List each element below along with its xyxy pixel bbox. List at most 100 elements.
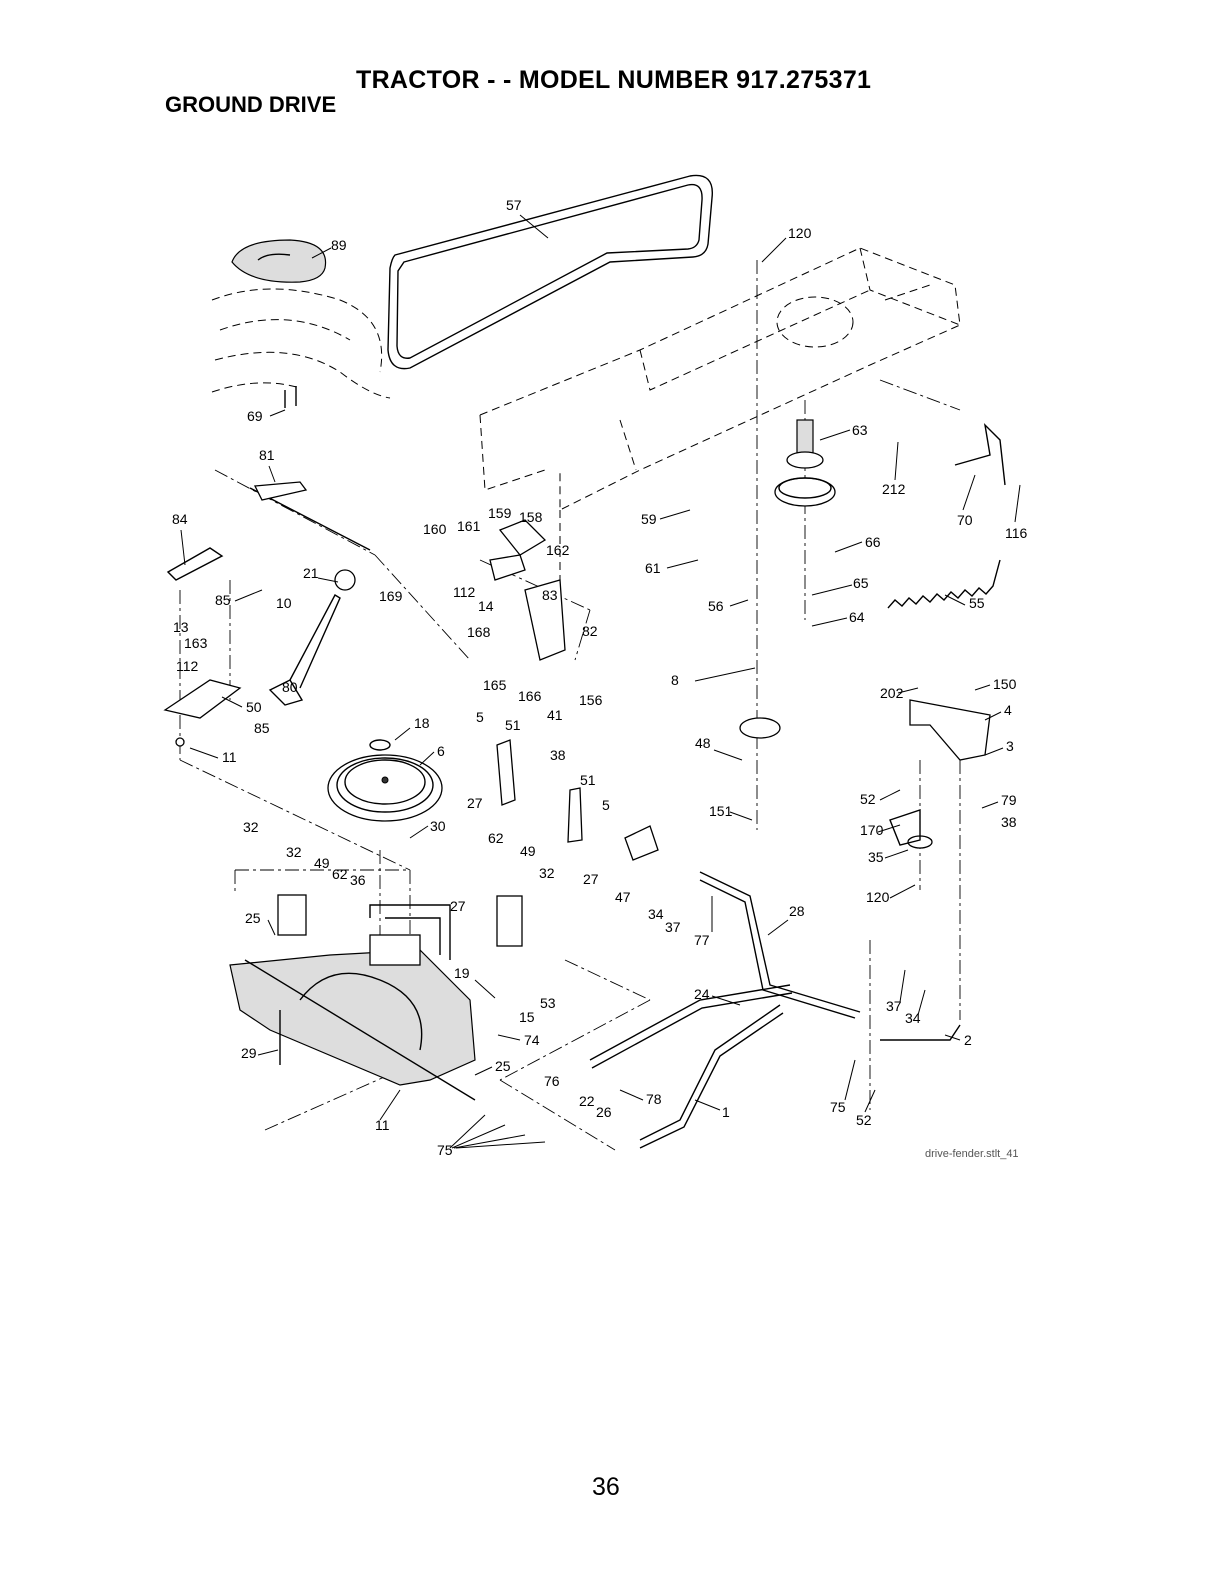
callout-6c: 27 xyxy=(450,898,466,914)
callout-28: 24 xyxy=(694,986,710,1002)
bracket-assembly xyxy=(489,519,566,661)
callout-49: 170 xyxy=(860,822,884,838)
callout-15: 29 xyxy=(241,1045,257,1061)
callout-81: 81 xyxy=(259,447,275,463)
callout-56: 56 xyxy=(708,598,724,614)
linkage-rod xyxy=(163,547,242,747)
callout-32a: 62 xyxy=(488,830,504,846)
assembly-lines xyxy=(179,260,961,1151)
callout-32b: 62 xyxy=(332,866,348,882)
callout-159: 159 xyxy=(488,505,512,521)
tractor-frame xyxy=(479,247,961,580)
callout-78: 22 xyxy=(579,1093,595,1109)
callout-6a: 27 xyxy=(467,795,483,811)
callout-202: 150 xyxy=(993,676,1017,692)
callout-2: 74 xyxy=(524,1032,540,1048)
callout-4: 18 xyxy=(414,715,430,731)
callout-85a: 85 xyxy=(215,592,231,608)
callout-27b: 52 xyxy=(856,1112,872,1128)
callout-3: 6 xyxy=(437,743,445,759)
callout-63: 63 xyxy=(852,422,868,438)
idler-pulleys xyxy=(739,419,983,849)
callout-39: 151 xyxy=(709,803,733,819)
callout-168: 82 xyxy=(582,623,598,639)
callout-112b: 112 xyxy=(176,658,199,674)
right-brackets xyxy=(889,422,1006,846)
callout-37: 28 xyxy=(789,903,805,919)
drive-belt xyxy=(387,174,714,370)
callout-19: 15 xyxy=(519,1009,535,1025)
callout-52c: 32 xyxy=(539,865,555,881)
callout-24: 53 xyxy=(540,995,556,1011)
callout-38: 48 xyxy=(695,735,711,751)
callout-150: 4 xyxy=(1004,702,1012,718)
callout-35a: 34 xyxy=(648,906,664,922)
callout-13: 13 xyxy=(173,619,189,635)
callout-161: 161 xyxy=(457,518,481,534)
callout-5b: 51 xyxy=(580,772,596,788)
callout-70: 70 xyxy=(957,512,973,528)
callout-18b: 5 xyxy=(602,797,610,813)
callout-61: 61 xyxy=(645,560,661,576)
callout-27a: 52 xyxy=(860,791,876,807)
callout-120a: 120 xyxy=(788,225,812,241)
callout-79: 30 xyxy=(430,818,446,834)
leader-lines xyxy=(180,214,1021,1149)
callout-151: 79 xyxy=(1001,792,1017,808)
callout-6b: 27 xyxy=(583,871,599,887)
callout-82: 165 xyxy=(483,677,507,693)
callout-29: 78 xyxy=(646,1091,662,1107)
callout-160: 160 xyxy=(423,521,447,537)
callout-22: 1 xyxy=(722,1104,730,1120)
callout-30b: 49 xyxy=(314,855,330,871)
callout-84: 84 xyxy=(172,511,188,527)
callout-55: 55 xyxy=(969,595,985,611)
callout-26: 75 xyxy=(830,1099,846,1115)
brake-rods xyxy=(589,825,961,1149)
callout-65: 65 xyxy=(853,575,869,591)
callout-120b: 120 xyxy=(866,889,890,905)
callout-212: 212 xyxy=(882,481,906,497)
callout-35b: 34 xyxy=(905,1010,921,1026)
drive-pulley xyxy=(327,739,443,822)
callout-116: 116 xyxy=(1005,525,1028,541)
callout-52a: 32 xyxy=(243,819,259,835)
callout-77b: 25 xyxy=(495,1058,511,1074)
callout-85b: 85 xyxy=(254,720,270,736)
callout-14a: 14 xyxy=(478,598,494,614)
callout-156: 41 xyxy=(547,707,563,723)
callout-80: 50 xyxy=(246,699,262,715)
callout-59: 59 xyxy=(641,511,657,527)
callout-50: 202 xyxy=(880,685,904,701)
transaxle xyxy=(229,904,476,1101)
callout-36a: 37 xyxy=(665,919,681,935)
callout-162: 162 xyxy=(546,542,570,558)
callout-166: 156 xyxy=(579,692,603,708)
axle-brackets xyxy=(277,739,583,947)
callout-77a: 25 xyxy=(245,910,261,926)
callout-8: 80 xyxy=(282,679,298,695)
shift-rod xyxy=(249,481,371,706)
callout-18a: 5 xyxy=(476,709,484,725)
callout-11: 11 xyxy=(222,749,237,765)
callout-25: 19 xyxy=(454,965,470,981)
callout-10: 10 xyxy=(276,595,292,611)
callout-75: 75 xyxy=(437,1142,453,1158)
callout-112a: 112 xyxy=(453,584,476,600)
callout-57: 57 xyxy=(506,197,522,213)
callout-64: 64 xyxy=(849,609,865,625)
callout-62: 47 xyxy=(615,889,631,905)
callout-89: 89 xyxy=(331,237,347,253)
drawing-reference: drive-fender.stlt_41 xyxy=(925,1148,1019,1160)
callout-1: 11 xyxy=(375,1117,390,1133)
callout-53: 2 xyxy=(964,1032,972,1048)
callout-69: 69 xyxy=(247,408,263,424)
callout-34: 77 xyxy=(694,932,710,948)
section-subtitle: GROUND DRIVE xyxy=(165,92,337,117)
callout-158: 158 xyxy=(519,509,543,525)
callout-66: 66 xyxy=(865,534,881,550)
callout-51b: 38 xyxy=(1001,814,1017,830)
callout-30a: 49 xyxy=(520,843,536,859)
callout-51a: 38 xyxy=(550,747,566,763)
